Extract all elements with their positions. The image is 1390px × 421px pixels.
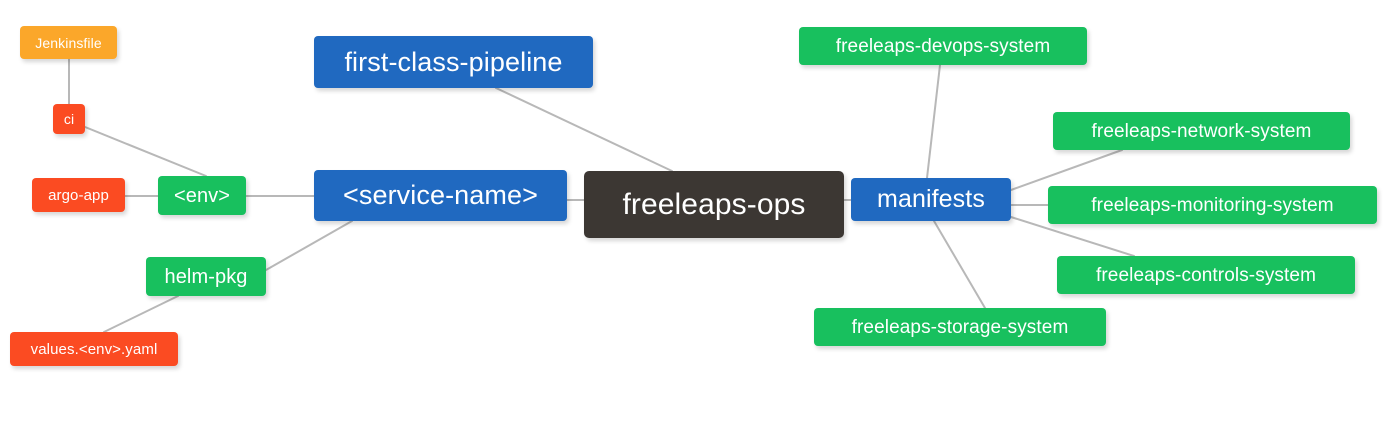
node-freeleaps-controls-system[interactable]: freeleaps-controls-system xyxy=(1057,256,1355,294)
node-label: <service-name> xyxy=(343,180,538,210)
node-freeleaps-devops-system[interactable]: freeleaps-devops-system xyxy=(799,27,1087,65)
node-label: values.<env>.yaml xyxy=(30,340,158,358)
edge-helm-pkg-to-values-yaml xyxy=(103,295,179,333)
node-jenkinsfile[interactable]: Jenkinsfile xyxy=(20,26,117,59)
edge-manifests-to-freeleaps-network-system xyxy=(1010,149,1123,191)
node-manifests[interactable]: manifests xyxy=(851,178,1011,221)
node-label: freeleaps-network-system xyxy=(1091,120,1312,142)
node-label: freeleaps-monitoring-system xyxy=(1091,194,1334,216)
node-freeleaps-monitoring-system[interactable]: freeleaps-monitoring-system xyxy=(1048,186,1377,224)
node-label: argo-app xyxy=(48,186,109,204)
node-label: ci xyxy=(63,111,75,127)
node-label: freeleaps-storage-system xyxy=(851,316,1069,338)
node-label: <env> xyxy=(173,184,231,207)
edge-first-class-pipeline-to-freeleaps-ops xyxy=(495,87,673,172)
node-freeleaps-ops[interactable]: freeleaps-ops xyxy=(584,171,844,238)
node-env[interactable]: <env> xyxy=(158,176,246,215)
node-service-name[interactable]: <service-name> xyxy=(314,170,567,221)
node-label: first-class-pipeline xyxy=(344,46,563,77)
edge-ci-to-env xyxy=(84,126,207,177)
node-label: helm-pkg xyxy=(164,265,248,288)
node-label: freeleaps-devops-system xyxy=(835,35,1051,57)
node-ci[interactable]: ci xyxy=(53,104,85,134)
node-helm-pkg[interactable]: helm-pkg xyxy=(146,257,266,296)
edge-manifests-to-freeleaps-devops-system xyxy=(926,64,941,179)
node-label: freeleaps-ops xyxy=(622,187,806,221)
node-freeleaps-network-system[interactable]: freeleaps-network-system xyxy=(1053,112,1350,150)
node-label: manifests xyxy=(877,185,985,213)
node-freeleaps-storage-system[interactable]: freeleaps-storage-system xyxy=(814,308,1106,346)
node-label: freeleaps-controls-system xyxy=(1095,264,1317,286)
node-first-class-pipeline[interactable]: first-class-pipeline xyxy=(314,36,593,88)
node-label: Jenkinsfile xyxy=(35,34,102,51)
node-values-yaml[interactable]: values.<env>.yaml xyxy=(10,332,178,366)
node-argo-app[interactable]: argo-app xyxy=(32,178,125,212)
edge-manifests-to-freeleaps-storage-system xyxy=(933,220,986,309)
edge-service-name-to-helm-pkg xyxy=(265,220,353,271)
